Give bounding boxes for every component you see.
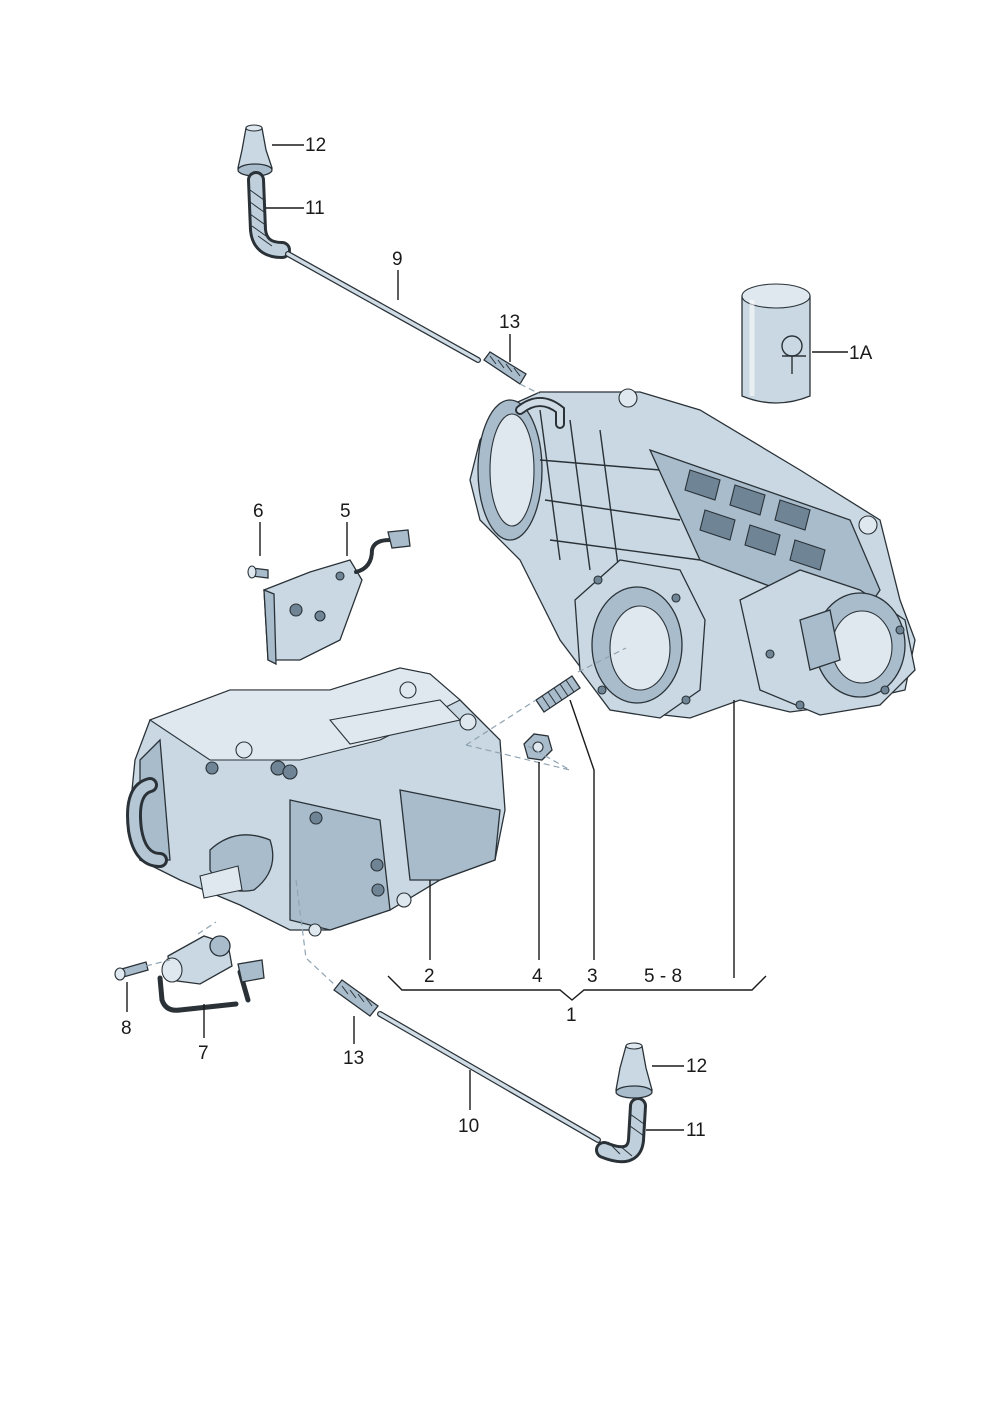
stud-part-3 (535, 675, 581, 713)
callout-9: 9 (392, 249, 403, 270)
callout-1a: 1A (849, 343, 873, 364)
elbow-hose-part-11-bottom (595, 1097, 647, 1164)
cap-part-12-top (237, 124, 273, 177)
pipe-part-10 (377, 1011, 601, 1143)
callout-5-8: 5 - 8 (644, 966, 682, 987)
valve-part-7 (157, 935, 265, 1013)
gearbox-part-2 (126, 667, 506, 937)
callout-11-top: 11 (305, 198, 325, 219)
callout-4: 4 (532, 966, 543, 987)
elbow-hose-part-11-top (247, 171, 291, 259)
callout-10: 10 (458, 1116, 479, 1137)
cap-part-12-bottom (615, 1042, 653, 1099)
callout-12-top: 12 (305, 135, 326, 156)
callout-2: 2 (424, 966, 435, 987)
assembly-guide-lines (145, 383, 627, 987)
callout-8: 8 (121, 1018, 132, 1039)
callout-11-bottom: 11 (686, 1120, 706, 1141)
callout-12-bottom: 12 (686, 1056, 707, 1077)
nut-part-4 (523, 733, 553, 761)
callout-3: 3 (587, 966, 598, 987)
leader-lines (126, 144, 848, 1131)
bolt-part-8 (114, 961, 149, 981)
callout-7: 7 (198, 1043, 209, 1064)
callout-13-bottom: 13 (343, 1048, 364, 1069)
sleeve-part-13-top (483, 351, 527, 385)
callout-13-top: 13 (499, 312, 520, 333)
sleeve-part-13-bottom (333, 979, 379, 1017)
sensor-bracket-part-5 (263, 529, 411, 666)
callout-6: 6 (253, 501, 264, 522)
callout-1: 1 (566, 1005, 577, 1026)
oil-can-part-1a (741, 283, 811, 404)
callout-5: 5 (340, 501, 351, 522)
bolt-part-6 (247, 565, 269, 579)
pipe-part-9 (285, 251, 481, 363)
part-callouts: 12 11 9 13 1A 6 5 2 4 3 5 - 8 1 8 7 13 1… (121, 135, 873, 1141)
supercharger-housing (469, 388, 916, 719)
